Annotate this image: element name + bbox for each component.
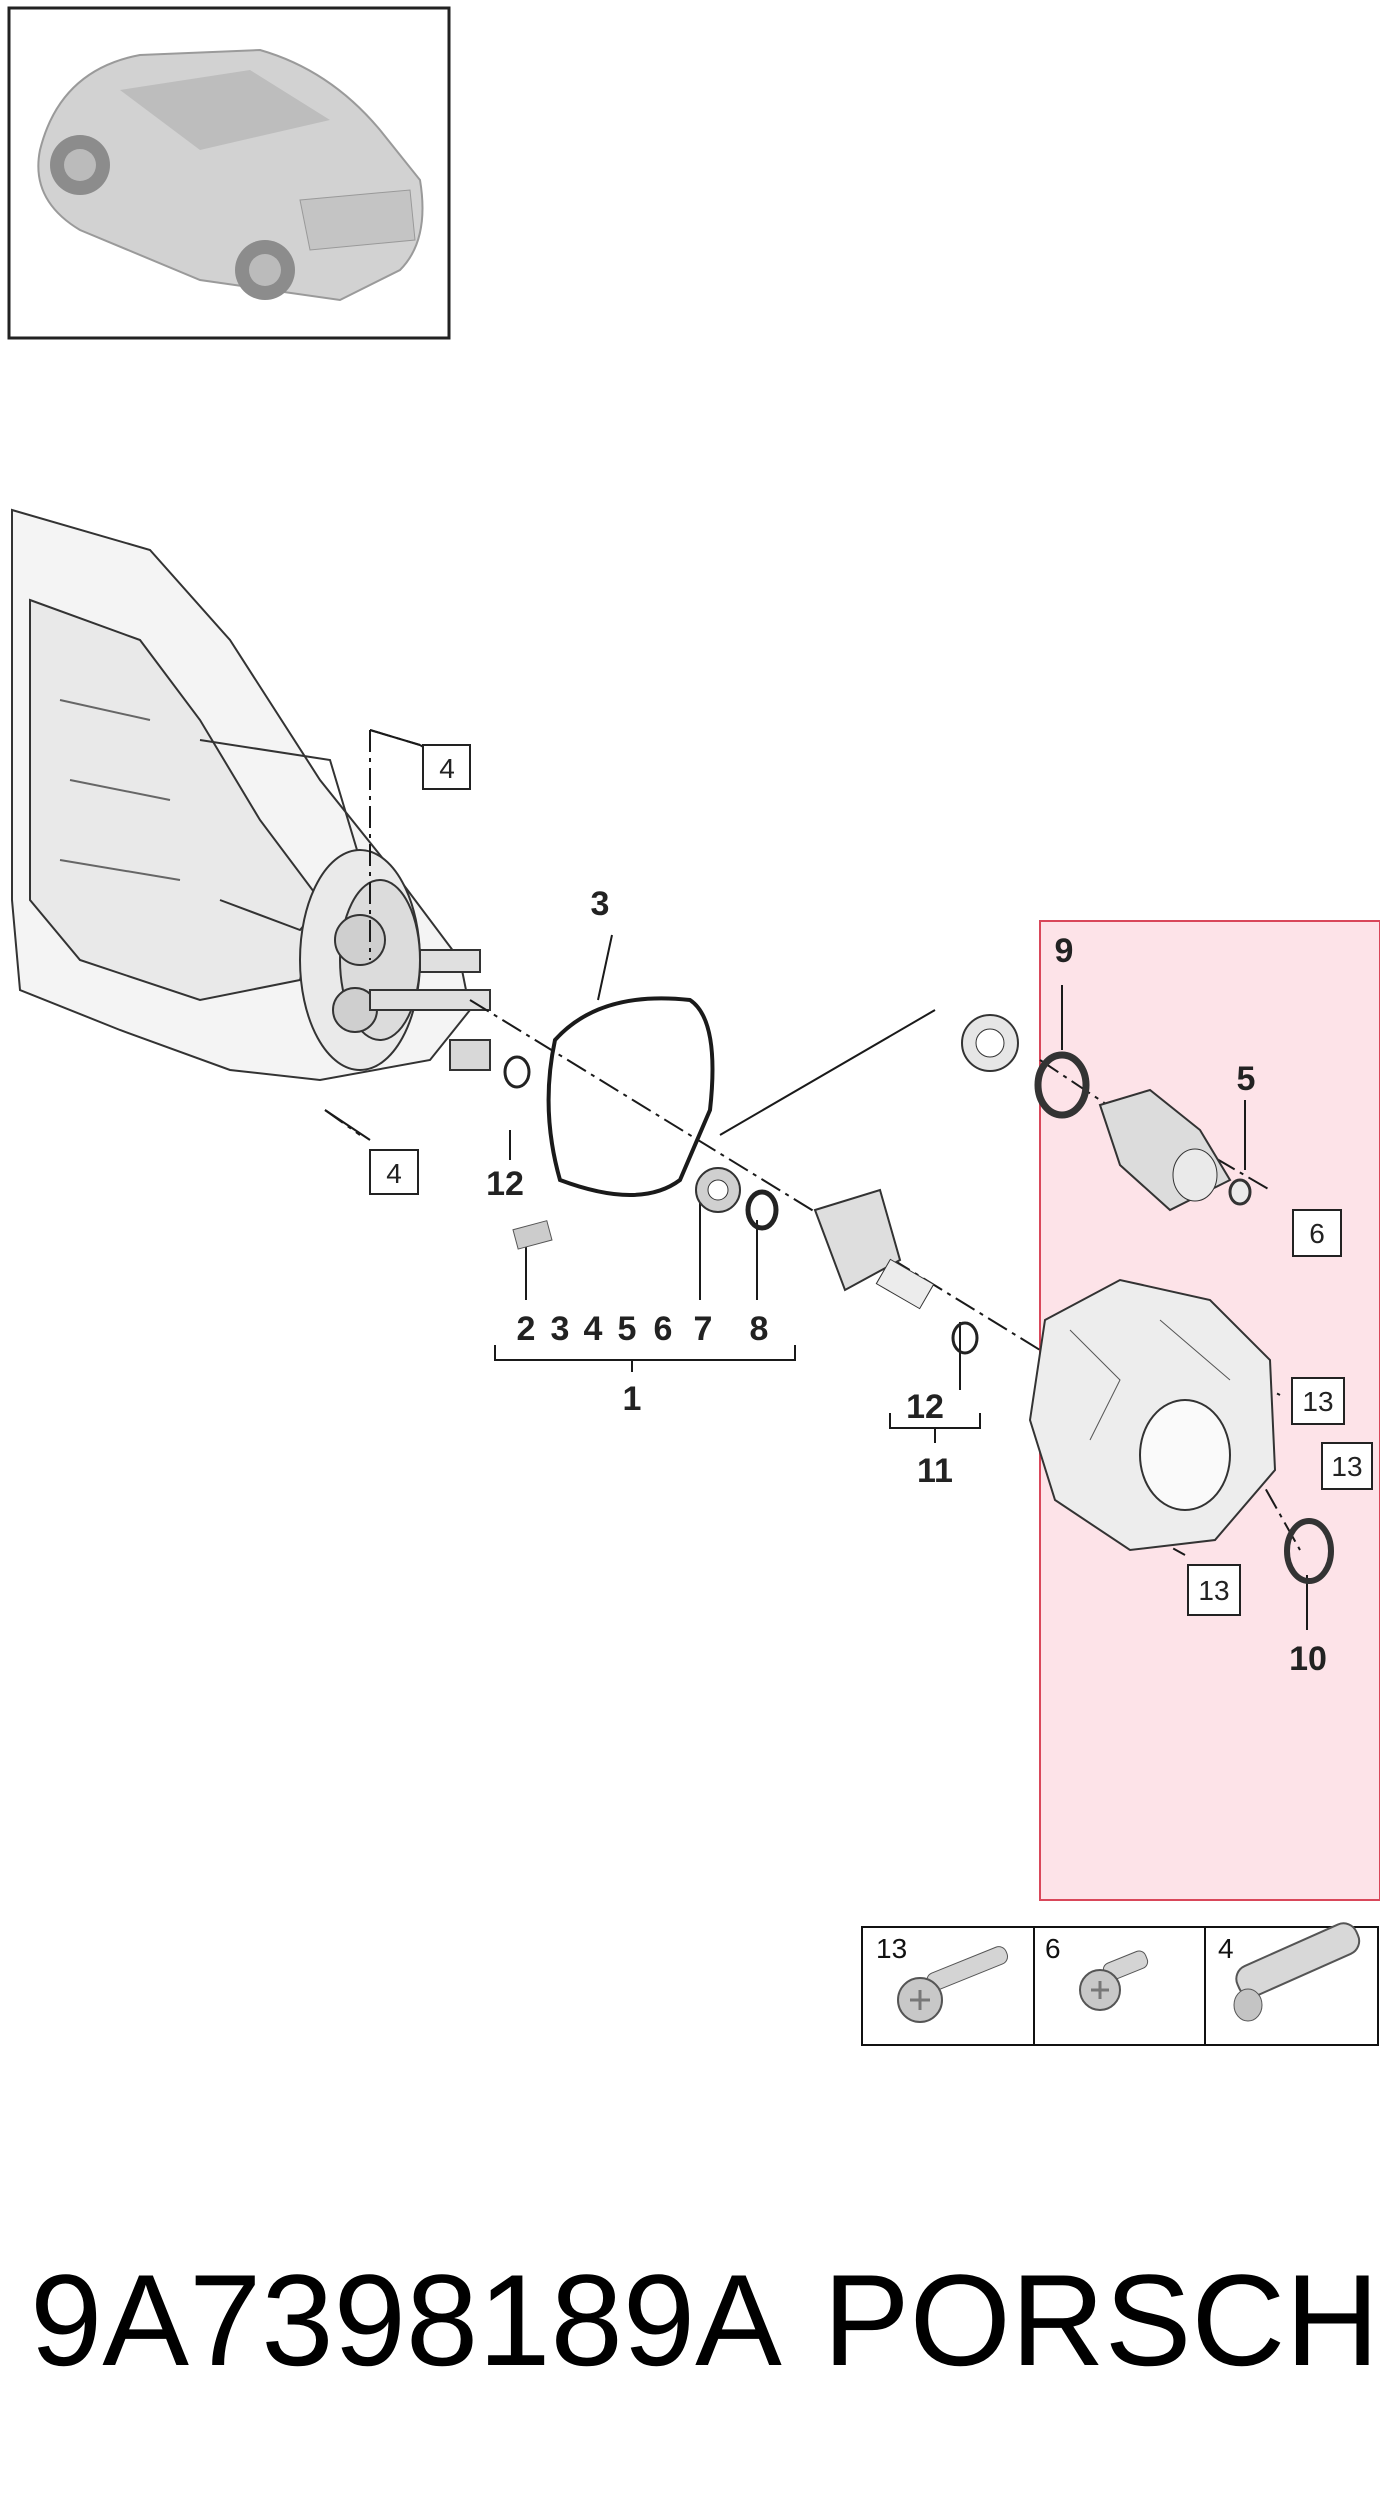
svg-text:4: 4 xyxy=(439,753,455,784)
long-bolt-icon xyxy=(897,1946,1009,2023)
boxed-callout-6: 6 xyxy=(1292,1209,1342,1257)
callout-10: 10 xyxy=(1289,1640,1327,1678)
boxed-callout-13-c: 13 xyxy=(1187,1564,1241,1616)
callout-3: 3 xyxy=(591,885,610,923)
svg-text:13: 13 xyxy=(1198,1575,1229,1606)
boxed-callout-13-a: 13 xyxy=(1291,1377,1345,1425)
transmission-housing xyxy=(11,508,491,1082)
callout-12-right: 12 xyxy=(906,1388,944,1426)
svg-text:4: 4 xyxy=(386,1158,402,1189)
callout-7: 7 xyxy=(694,1310,713,1348)
seal-ring xyxy=(745,1189,779,1231)
short-bolt-icon xyxy=(1079,1950,1149,2011)
pinion-gear xyxy=(1098,1088,1232,1212)
callout-5: 5 xyxy=(1237,1060,1256,1098)
gasket xyxy=(546,996,715,1197)
bearing xyxy=(695,1167,741,1213)
callout-6-group: 6 xyxy=(654,1310,673,1348)
brand-name: PORSCHE xyxy=(823,2247,1380,2393)
upper-bearing xyxy=(961,1014,1019,1072)
legend-label-6: 6 xyxy=(1045,1933,1061,1964)
boxed-callout-4-bottom: 4 xyxy=(369,1149,419,1195)
callout-3-group: 3 xyxy=(551,1310,570,1348)
dowel-pin-icon xyxy=(1233,1922,1361,2022)
leader-lines xyxy=(324,729,1308,1630)
callout-5-group: 5 xyxy=(618,1310,637,1348)
key-part xyxy=(512,1220,553,1250)
seal-ring-10 xyxy=(1284,1518,1334,1584)
svg-text:13: 13 xyxy=(1302,1386,1333,1417)
legend-label-4: 4 xyxy=(1218,1933,1234,1964)
fastener-legend: 13 6 4 xyxy=(861,1922,1379,2046)
part-number: 9A7398189A xyxy=(30,2247,782,2393)
callout-9: 9 xyxy=(1055,932,1074,970)
callout-2: 2 xyxy=(517,1310,536,1348)
callout-8: 8 xyxy=(750,1310,769,1348)
callout-12-left: 12 xyxy=(486,1165,524,1203)
vehicle-thumbnail xyxy=(7,6,451,340)
washer xyxy=(1228,1178,1252,1206)
callout-4-group: 4 xyxy=(584,1310,603,1348)
shaft-seal xyxy=(1034,1051,1090,1119)
o-ring xyxy=(503,1055,531,1089)
o-ring xyxy=(951,1321,979,1355)
svg-text:6: 6 xyxy=(1309,1218,1325,1249)
boxed-callout-13-b: 13 xyxy=(1321,1442,1373,1490)
svg-text:13: 13 xyxy=(1331,1451,1362,1482)
legend-label-13: 13 xyxy=(876,1933,907,1964)
callout-11: 11 xyxy=(917,1452,953,1490)
boxed-callout-4-top: 4 xyxy=(422,744,471,790)
transfer-case-housing xyxy=(1028,1278,1277,1552)
bevel-gear-shaft xyxy=(813,1188,935,1310)
callout-1: 1 xyxy=(623,1380,642,1418)
